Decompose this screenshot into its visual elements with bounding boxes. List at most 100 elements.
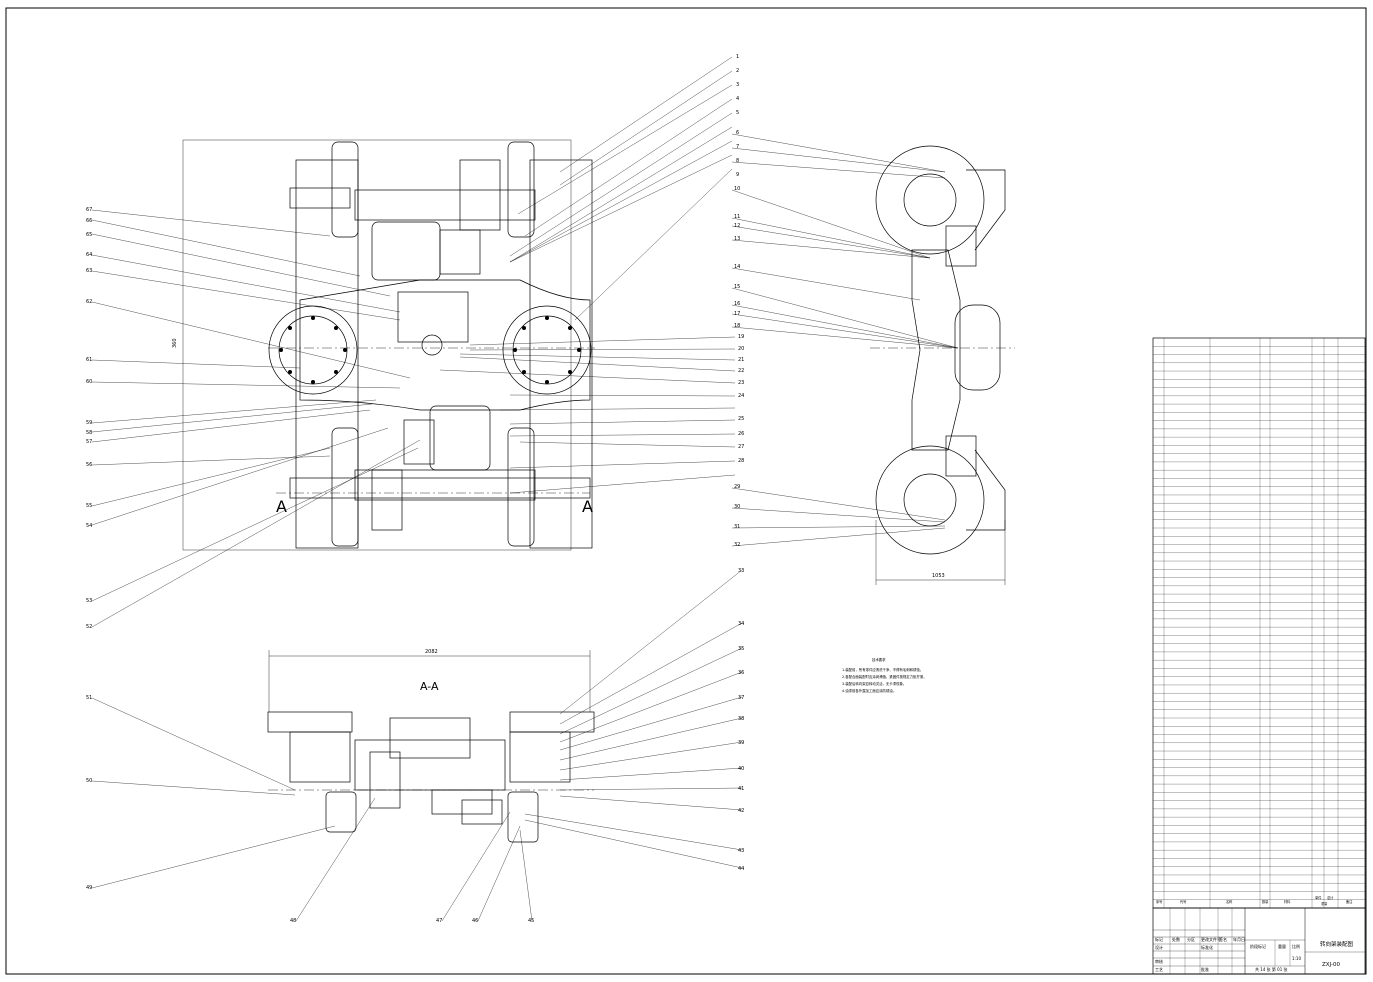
tb-label-standard: 标准化 <box>1201 944 1213 950</box>
callout-58: 58 <box>86 430 92 436</box>
bom-header-code: 代号 <box>1180 899 1186 904</box>
tb-label-date: 年月日 <box>1233 936 1245 942</box>
callout-numbers-bottom: 48 47 46 45 <box>290 918 534 924</box>
callout-42: 42 <box>738 808 744 814</box>
callout-59: 59 <box>86 420 92 426</box>
bom-header-qty: 数量 <box>1262 899 1269 904</box>
callout-1: 1 <box>736 54 739 60</box>
callout-63: 63 <box>86 268 92 274</box>
drawing-code: ZXJ-00 <box>1322 962 1340 968</box>
callout-20: 20 <box>738 346 744 352</box>
callout-22: 22 <box>738 368 744 374</box>
callout-47: 47 <box>436 918 442 924</box>
bom-header: 序号 代号 名称 数量 材料 单件 总计 重量 备注 <box>1156 895 1353 906</box>
callout-37: 37 <box>738 695 744 701</box>
callout-53: 53 <box>86 598 92 604</box>
callout-48: 48 <box>290 918 296 924</box>
section-label: A-A <box>420 680 439 693</box>
tb-label-design: 设计 <box>1155 944 1163 950</box>
callout-3: 3 <box>736 82 739 88</box>
callout-51: 51 <box>86 695 92 701</box>
plan-height-dimension: 360 <box>172 338 178 348</box>
callout-17: 17 <box>734 311 740 317</box>
callout-45: 45 <box>528 918 534 924</box>
bom-header-name: 名称 <box>1226 899 1233 904</box>
callout-43: 43 <box>738 848 744 854</box>
notes-heading: 技术要求 <box>872 657 886 662</box>
bom-header-index: 序号 <box>1156 899 1162 904</box>
tb-label-count: 处数 <box>1172 936 1180 942</box>
bom-header-remark: 备注 <box>1346 899 1353 904</box>
callout-32: 32 <box>734 542 740 548</box>
callout-35: 35 <box>738 646 744 652</box>
callout-16: 16 <box>734 301 740 307</box>
notes-line-3: 3.装配后转向架应转动灵活，无卡滞现象。 <box>842 681 906 686</box>
callout-7: 7 <box>736 144 739 150</box>
callout-39: 39 <box>738 740 744 746</box>
callout-12: 12 <box>734 223 740 229</box>
callout-57: 57 <box>86 439 92 445</box>
callout-14: 14 <box>734 264 740 270</box>
callout-2: 2 <box>736 68 739 74</box>
plan-view <box>182 139 595 551</box>
bom-header-weight: 重量 <box>1321 901 1328 906</box>
tb-label-zone: 分区 <box>1187 936 1195 942</box>
tb-label-signature: 签名 <box>1219 936 1227 942</box>
callout-61: 61 <box>86 357 92 363</box>
callout-25: 25 <box>738 416 744 422</box>
bom-table <box>1152 337 1366 909</box>
callout-41: 41 <box>738 786 744 792</box>
tb-label-process: 工艺 <box>1155 967 1163 972</box>
leader-lines <box>91 56 959 922</box>
tb-sheet-count: 共 14 张 第 01 张 <box>1255 966 1288 972</box>
bom-header-total: 总计 <box>1327 895 1334 900</box>
tb-label-change-doc: 更改文件号 <box>1201 936 1221 942</box>
callout-49: 49 <box>86 885 92 891</box>
callout-6: 6 <box>736 130 739 136</box>
notes-line-1: 1.装配前，所有零件应清洗干净，不得有毛刺和锈蚀。 <box>842 667 923 672</box>
callout-67: 67 <box>86 207 92 213</box>
callout-26: 26 <box>738 431 744 437</box>
callout-21: 21 <box>738 357 744 363</box>
notes-line-4: 4.油漆前各外露加工面应涂防锈油。 <box>842 688 896 693</box>
callout-54: 54 <box>86 523 92 529</box>
callout-19: 19 <box>738 334 744 340</box>
callout-44: 44 <box>738 866 744 872</box>
callout-64: 64 <box>86 252 92 258</box>
drawing-frame <box>5 7 1367 975</box>
callout-52: 52 <box>86 624 92 630</box>
callout-30: 30 <box>734 504 740 510</box>
callout-4: 4 <box>736 96 739 102</box>
callout-50: 50 <box>86 778 92 784</box>
callout-27: 27 <box>738 444 744 450</box>
tb-label-scale: 比例 <box>1292 943 1300 949</box>
callout-34: 34 <box>738 621 744 627</box>
callout-29: 29 <box>734 484 740 490</box>
callout-62: 62 <box>86 299 92 305</box>
callout-40: 40 <box>738 766 744 772</box>
callout-9: 9 <box>736 172 739 178</box>
tb-label-weight: 重量 <box>1278 943 1286 949</box>
callout-24: 24 <box>738 393 744 399</box>
tb-label-review: 审核 <box>1155 958 1163 964</box>
section-width-dimension: 2082 <box>425 649 438 655</box>
callout-15: 15 <box>734 284 740 290</box>
notes-line-2: 2.各配合面装配时应涂润滑脂，紧固件按规定力矩拧紧。 <box>842 674 927 679</box>
callout-23: 23 <box>738 380 744 386</box>
callout-numbers-left: 67 66 65 64 63 62 61 60 59 58 57 56 55 5… <box>86 207 92 891</box>
callout-5: 5 <box>736 110 739 116</box>
tb-label-stage: 阶段标记 <box>1250 943 1266 949</box>
callout-60: 60 <box>86 379 92 385</box>
section-mark-a-right: A <box>582 497 593 516</box>
callout-55: 55 <box>86 503 92 509</box>
callout-56: 56 <box>86 462 92 468</box>
callout-numbers-right: 1 2 3 4 5 6 7 8 9 10 11 12 13 14 15 16 1… <box>734 54 744 872</box>
technical-notes: 技术要求 1.装配前，所有零件应清洗干净，不得有毛刺和锈蚀。 2.各配合面装配时… <box>842 657 927 693</box>
bom-header-single: 单件 <box>1315 895 1322 900</box>
callout-18: 18 <box>734 323 740 329</box>
callout-8: 8 <box>736 158 739 164</box>
callout-38: 38 <box>738 716 744 722</box>
callout-36: 36 <box>738 670 744 676</box>
section-mark-a-left: A <box>276 497 287 516</box>
